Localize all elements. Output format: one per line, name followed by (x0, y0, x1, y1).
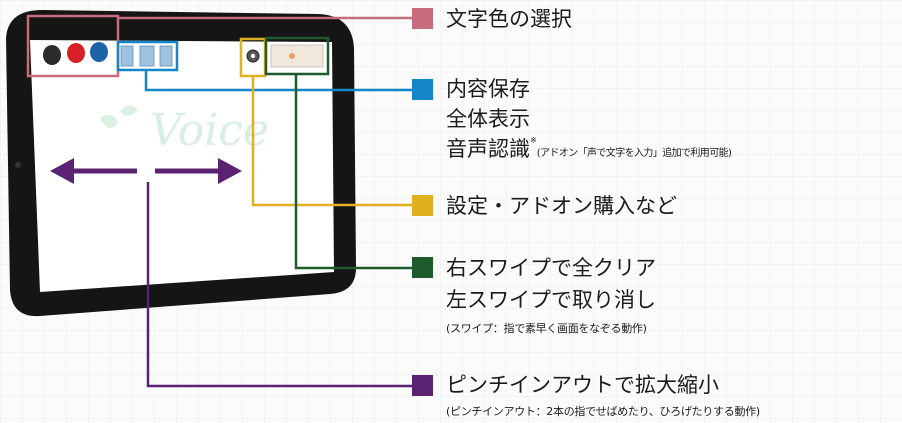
legend-square-purple (412, 375, 433, 396)
legend-square-green (412, 257, 433, 278)
tablet-screen (30, 40, 334, 292)
color-button-black[interactable] (43, 45, 61, 65)
label-pinch-note: (ピンチインアウト：2本の指でせばめたり、ひろげたりする動作) (446, 405, 760, 418)
label-save: 内容保存 (446, 77, 530, 101)
label-swipe-left: 左スワイプで取り消し (446, 288, 656, 312)
label-swipe-right: 右スワイプで全クリア (446, 256, 656, 280)
toolbar-buttons-highlight (116, 40, 179, 72)
legend-square-blue (412, 79, 433, 100)
label-swipe-note: (スワイプ：指で素早く画面をなぞる動作) (446, 322, 647, 335)
legend-square-pink (412, 8, 433, 29)
label-show-all: 全体表示 (446, 107, 530, 131)
color-button-blue[interactable] (90, 42, 108, 62)
show-all-button[interactable] (139, 45, 155, 67)
voice-watermark: Voice (150, 105, 269, 156)
tablet-home-button (15, 162, 21, 168)
label-voice-row: 音声認識※ (アドオン「声で文字を入力」追加で利用可能) (446, 136, 732, 162)
connector-blue (144, 70, 412, 92)
leaf-watermark (100, 105, 138, 129)
legend-square-yellow (412, 195, 433, 216)
label-pinch: ピンチインアウトで拡大縮小 (446, 373, 719, 397)
color-palette (43, 42, 108, 65)
save-button[interactable] (120, 45, 134, 67)
color-button-red[interactable] (67, 43, 85, 63)
connector-purple (146, 182, 412, 388)
label-voice-note: (アドオン「声で文字を入力」追加で利用可能) (536, 148, 732, 159)
connector-green-inner (294, 74, 412, 270)
label-voice: 音声認識 (446, 137, 530, 161)
label-text-color: 文字色の選択 (446, 7, 572, 31)
voice-button[interactable] (159, 45, 173, 67)
label-voice-mark: ※ (530, 136, 537, 145)
connector-yellow (251, 76, 412, 207)
label-settings: 設定・アドオン購入など (446, 194, 677, 218)
tablet (6, 10, 356, 317)
swipe-indicator (270, 44, 324, 68)
pinch-arrows (50, 158, 242, 184)
